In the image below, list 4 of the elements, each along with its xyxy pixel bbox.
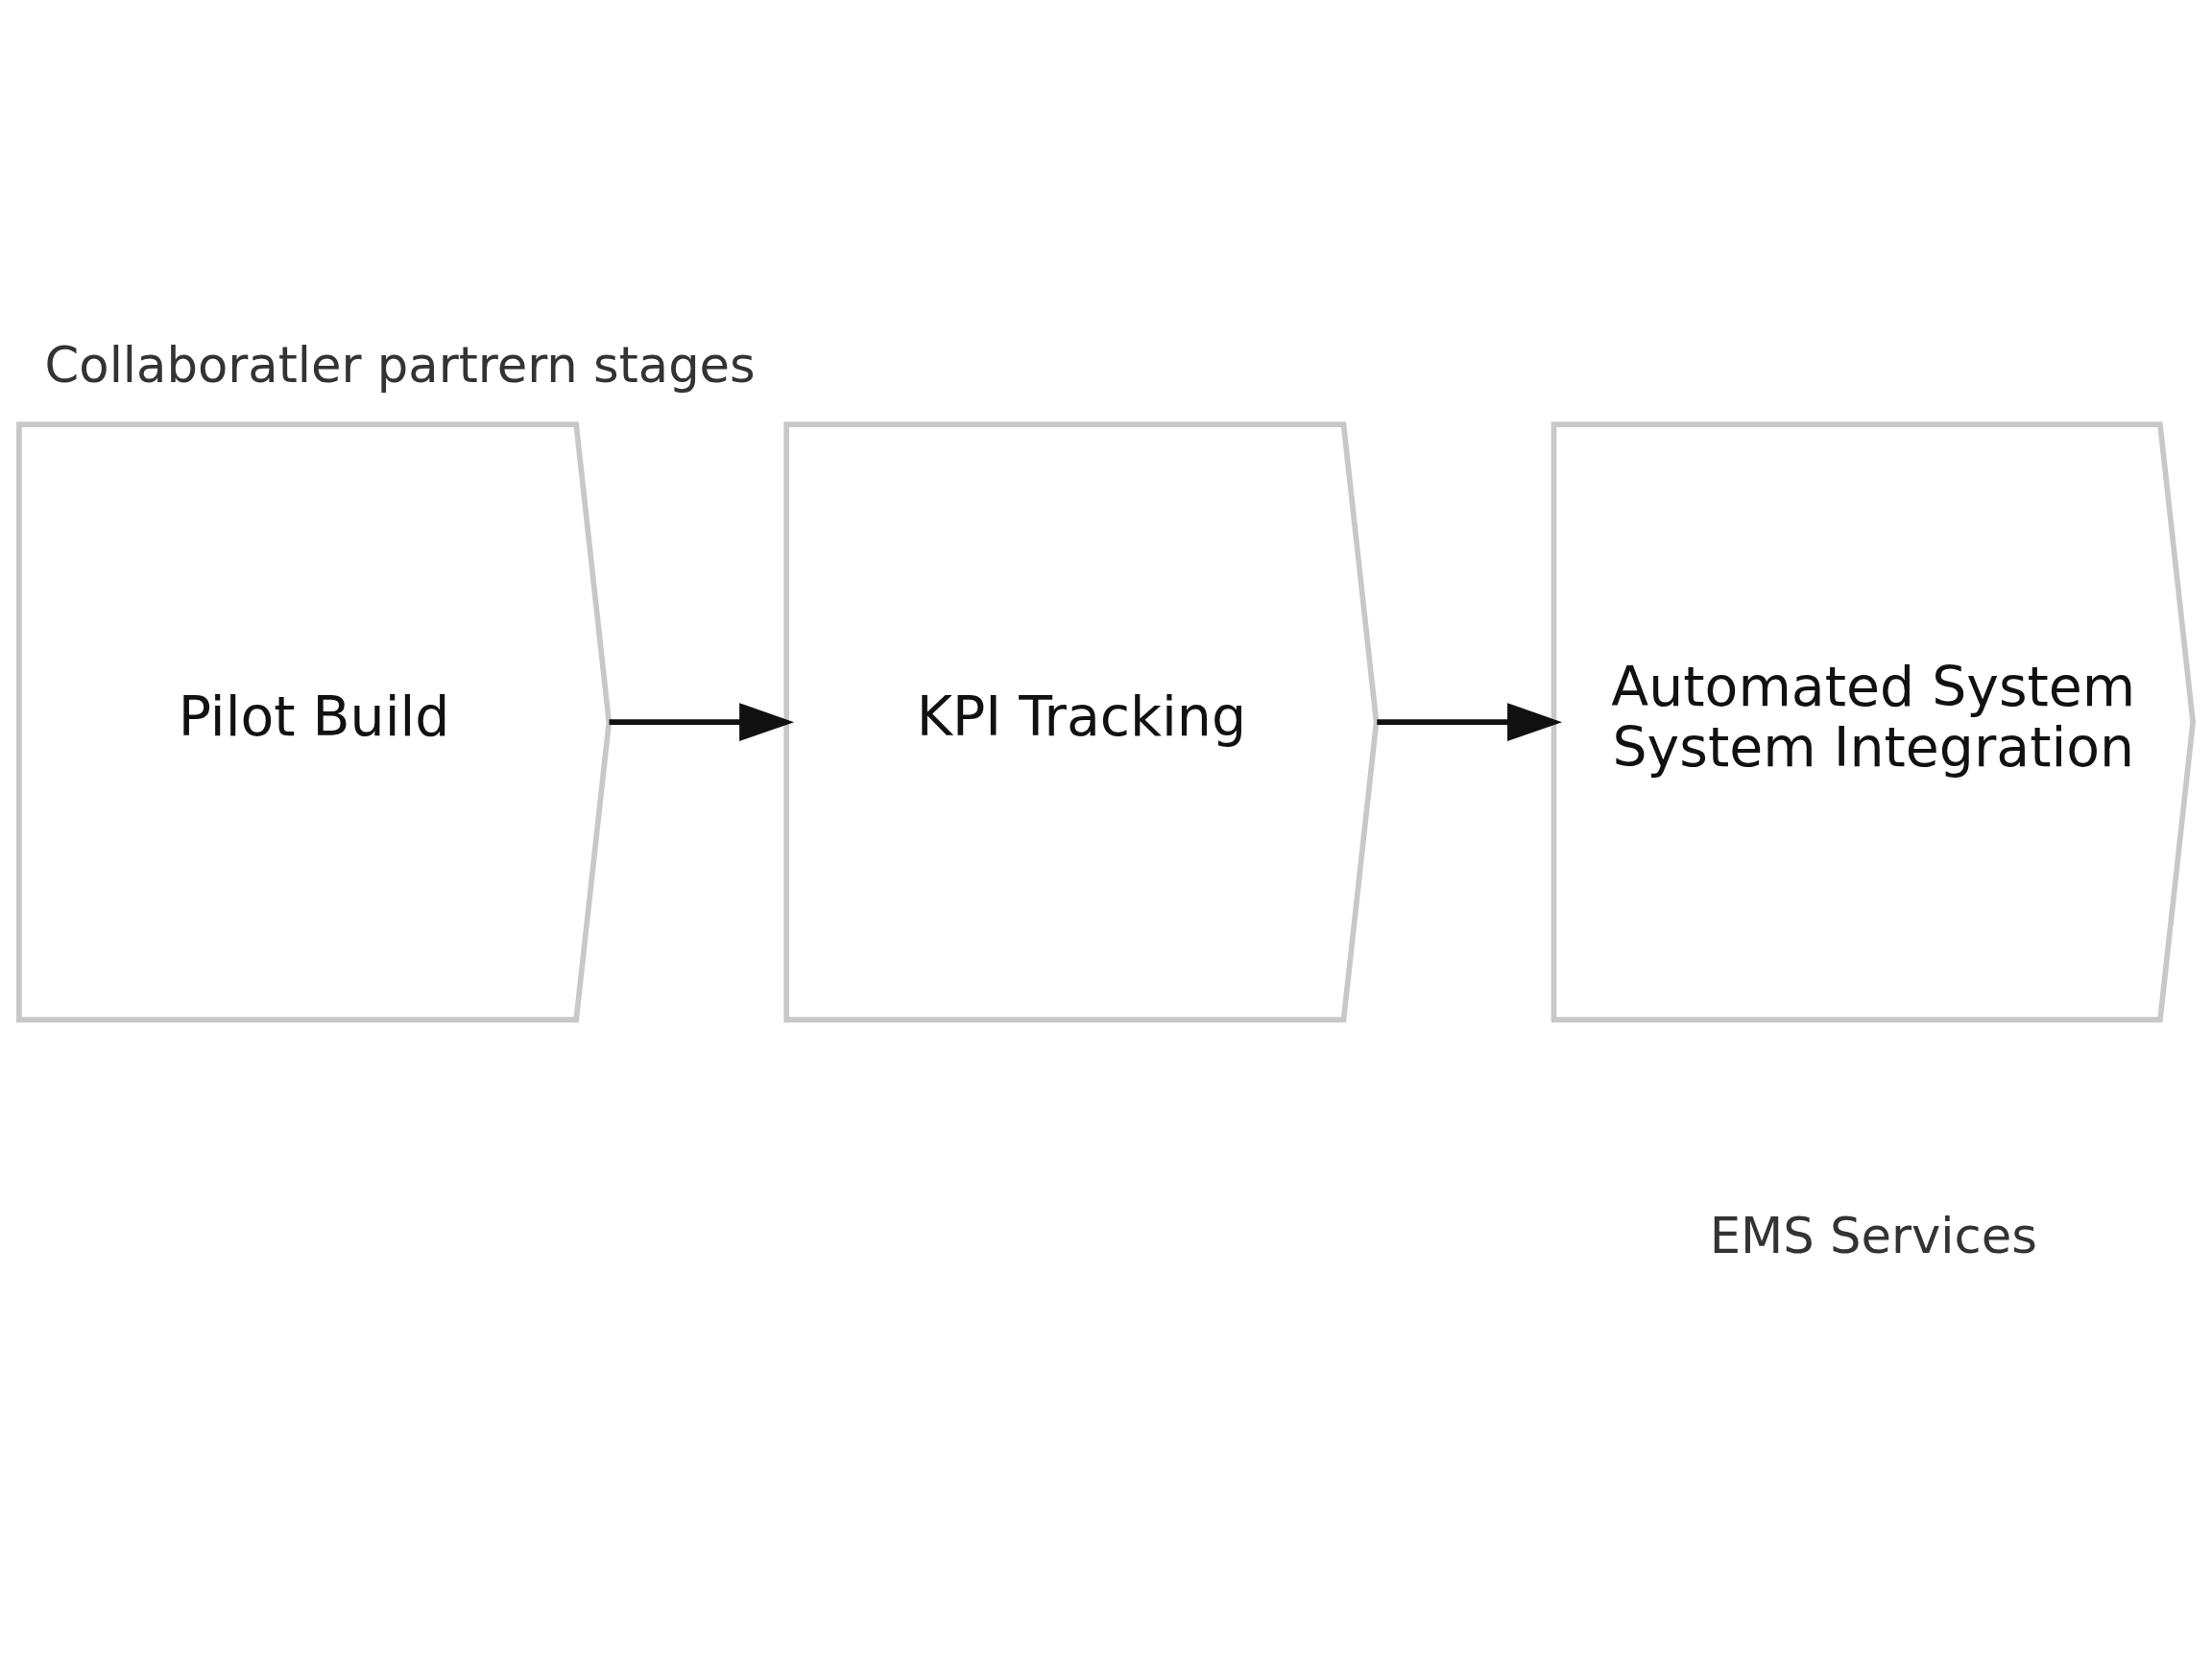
label: EMS Services	[1709, 1206, 2037, 1264]
arrow	[1377, 702, 1563, 741]
diagram-title: Collaboratler partrern stages	[44, 335, 756, 394]
arrow	[609, 702, 795, 741]
